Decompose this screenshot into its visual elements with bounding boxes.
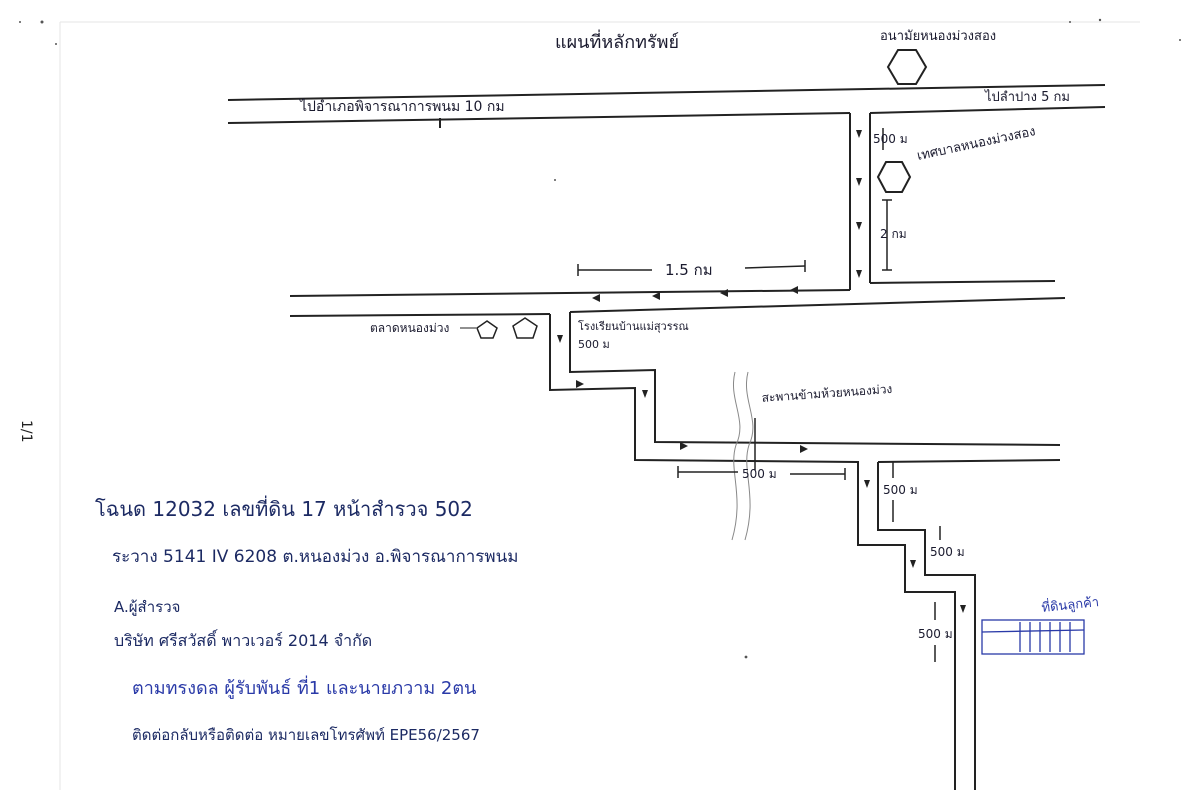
landmark-top-hex-label: อนามัยหนองม่วงสอง (880, 29, 996, 44)
road-middle-arrows (592, 286, 798, 302)
road-right-label: ไปลำปาง 5 กม (984, 89, 1070, 105)
landmark-left-shapes-label: ตลาดหนองม่วง (370, 321, 449, 335)
scan-specks (19, 18, 1181, 659)
distance-label-d2: 2 กม (880, 227, 907, 241)
hexagon-landmark-icon (886, 49, 928, 85)
page-number-mark: 1/1 (18, 420, 34, 443)
distance-label-d4: 500 ม (578, 338, 610, 351)
land-plot-hatched (981, 619, 1085, 655)
road-top (227, 84, 1106, 124)
distance-label-d7: 500 ม (930, 545, 965, 559)
distance-label-d5: 500 ม (742, 467, 777, 481)
pentagon-market-icon (476, 320, 498, 339)
road-vertical-right (849, 113, 871, 290)
note-line-2: ระวาง 5141 IV 6208 ต.หนองม่วง อ.พิจารณาก… (112, 547, 518, 567)
distance-label-d1: 500 ม (873, 132, 908, 146)
hexagon-municipality-icon (876, 161, 912, 193)
road-stepped (549, 312, 1061, 790)
pentagon-landmark-icon (512, 317, 538, 339)
landmark-mid-hex-label: เทศบาลหนองม่วงสอง (916, 124, 1037, 164)
distance-label-d3: 1.5 กม (665, 261, 713, 279)
note-line-5: ตามทรงดล ผู้รับพันธ์ ที่1 และนายภวาม 2ตน (132, 675, 476, 699)
road-top-left-label: ไปอำเภอพิจารณาการพนม 10 กม (299, 98, 505, 115)
note-line-4: บริษัท ศรีสวัสดิ์ พาวเวอร์ 2014 จำกัด (114, 629, 372, 650)
distance-label-d8: 500 ม (918, 627, 953, 641)
road-middle (289, 289, 1066, 317)
land-plot-label: ที่ดินลูกค้า (1041, 593, 1100, 616)
map-title: แผนที่หลักทรัพย์ (555, 29, 679, 53)
landmark-bridge-label: สะพานข้ามห้วยหนองม่วง (761, 382, 893, 405)
note-line-6: ติดต่อกลับหรือติดต่อ หมายเลขโทรศัพท์ EPE… (132, 726, 480, 744)
landmark-school-label: โรงเรียนบ้านแม่สุวรรณ (578, 319, 689, 333)
road-vertical-arrows (856, 130, 862, 278)
note-line-1: โฉนด 12032 เลขที่ดิน 17 หน้าสำรวจ 502 (95, 495, 473, 521)
note-line-3: A.ผู้สำรวจ (114, 598, 180, 616)
distance-label-d6: 500 ม (883, 483, 918, 497)
road-stepped-arrows (557, 335, 966, 613)
stream-bridge (731, 371, 754, 541)
